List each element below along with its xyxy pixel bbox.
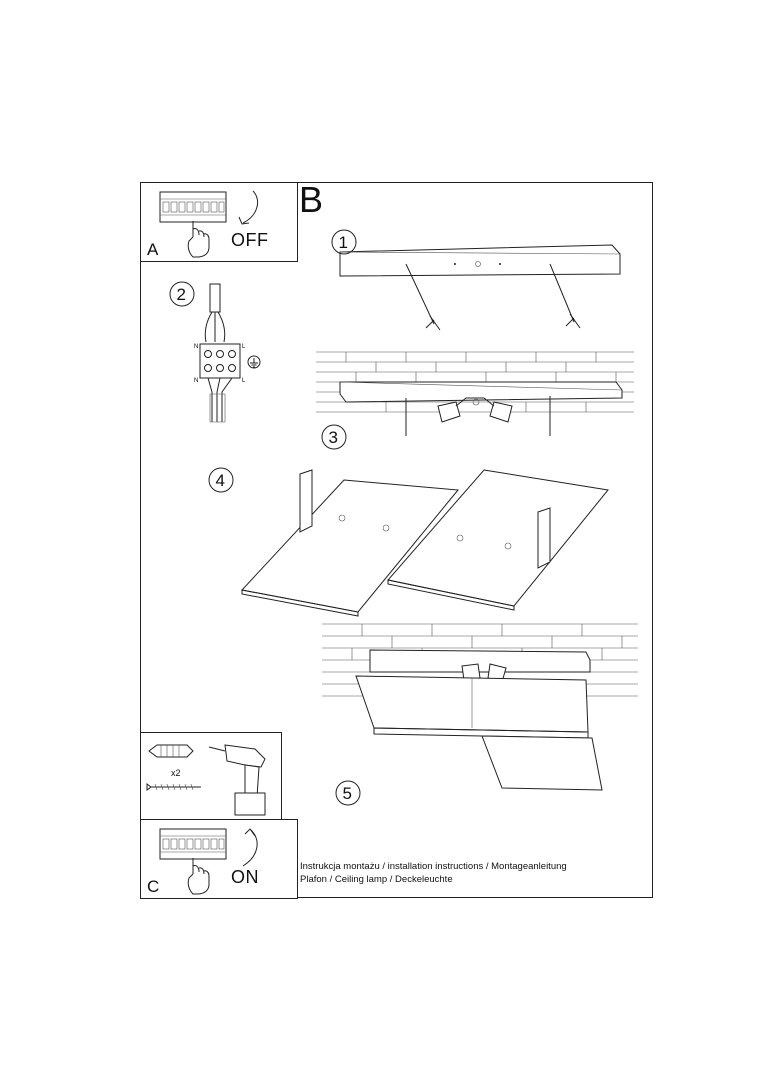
step-number: 3 bbox=[329, 428, 338, 447]
step-4-panels bbox=[241, 469, 609, 617]
ground-symbol-icon bbox=[247, 355, 261, 369]
switch-state-off: OFF bbox=[231, 230, 269, 250]
screw-icon bbox=[549, 263, 581, 329]
step-marker-4: 4 bbox=[208, 467, 234, 493]
section-c-power-on: ON C bbox=[140, 819, 298, 899]
hand-icon bbox=[187, 858, 210, 895]
ceiling-lamp-panel-icon bbox=[241, 469, 459, 617]
step-marker-2: 2 bbox=[169, 281, 195, 307]
curved-arrow-icon bbox=[238, 190, 259, 225]
section-letter-c: C bbox=[147, 877, 160, 896]
step-marker-5: 5 bbox=[335, 780, 361, 806]
section-letter-b: B bbox=[299, 179, 324, 220]
step-marker-3: 3 bbox=[321, 424, 347, 450]
step-number: 5 bbox=[343, 784, 352, 803]
drill-icon bbox=[208, 744, 266, 816]
spotlight-icon bbox=[437, 397, 513, 423]
label-l: L bbox=[242, 344, 246, 350]
quantity-label: x2 bbox=[171, 768, 181, 778]
switch-state-on: ON bbox=[231, 867, 259, 887]
step-5-final-assembly bbox=[322, 623, 638, 791]
label-l: L bbox=[242, 378, 246, 384]
label-n: N bbox=[194, 344, 198, 350]
section-a-power-off: OFF A bbox=[140, 182, 298, 262]
hand-icon bbox=[187, 221, 210, 258]
step-marker-1: 1 bbox=[331, 229, 357, 255]
wall-plug-icon bbox=[148, 744, 194, 758]
screw-icon bbox=[405, 263, 441, 331]
curved-arrow-icon bbox=[242, 828, 258, 867]
label-n: N bbox=[194, 378, 198, 384]
tools-box: x2 bbox=[140, 732, 282, 820]
step-1-mounting-bar bbox=[339, 244, 621, 331]
section-letter-a: A bbox=[147, 240, 159, 259]
instruction-sheet bbox=[140, 182, 653, 898]
step-2-wiring: N L N L bbox=[194, 283, 261, 423]
screw-icon bbox=[146, 783, 201, 791]
caption-line-1: Instrukcja montażu / installation instru… bbox=[300, 861, 567, 872]
step-number: 2 bbox=[177, 285, 186, 304]
step-number: 1 bbox=[339, 233, 348, 252]
caption-line-2: Plafon / Ceiling lamp / Deckeleuchte bbox=[300, 874, 453, 885]
step-3-wall-mounting bbox=[316, 351, 634, 436]
ceiling-lamp-panel-icon bbox=[387, 469, 609, 611]
step-number: 4 bbox=[216, 471, 225, 490]
